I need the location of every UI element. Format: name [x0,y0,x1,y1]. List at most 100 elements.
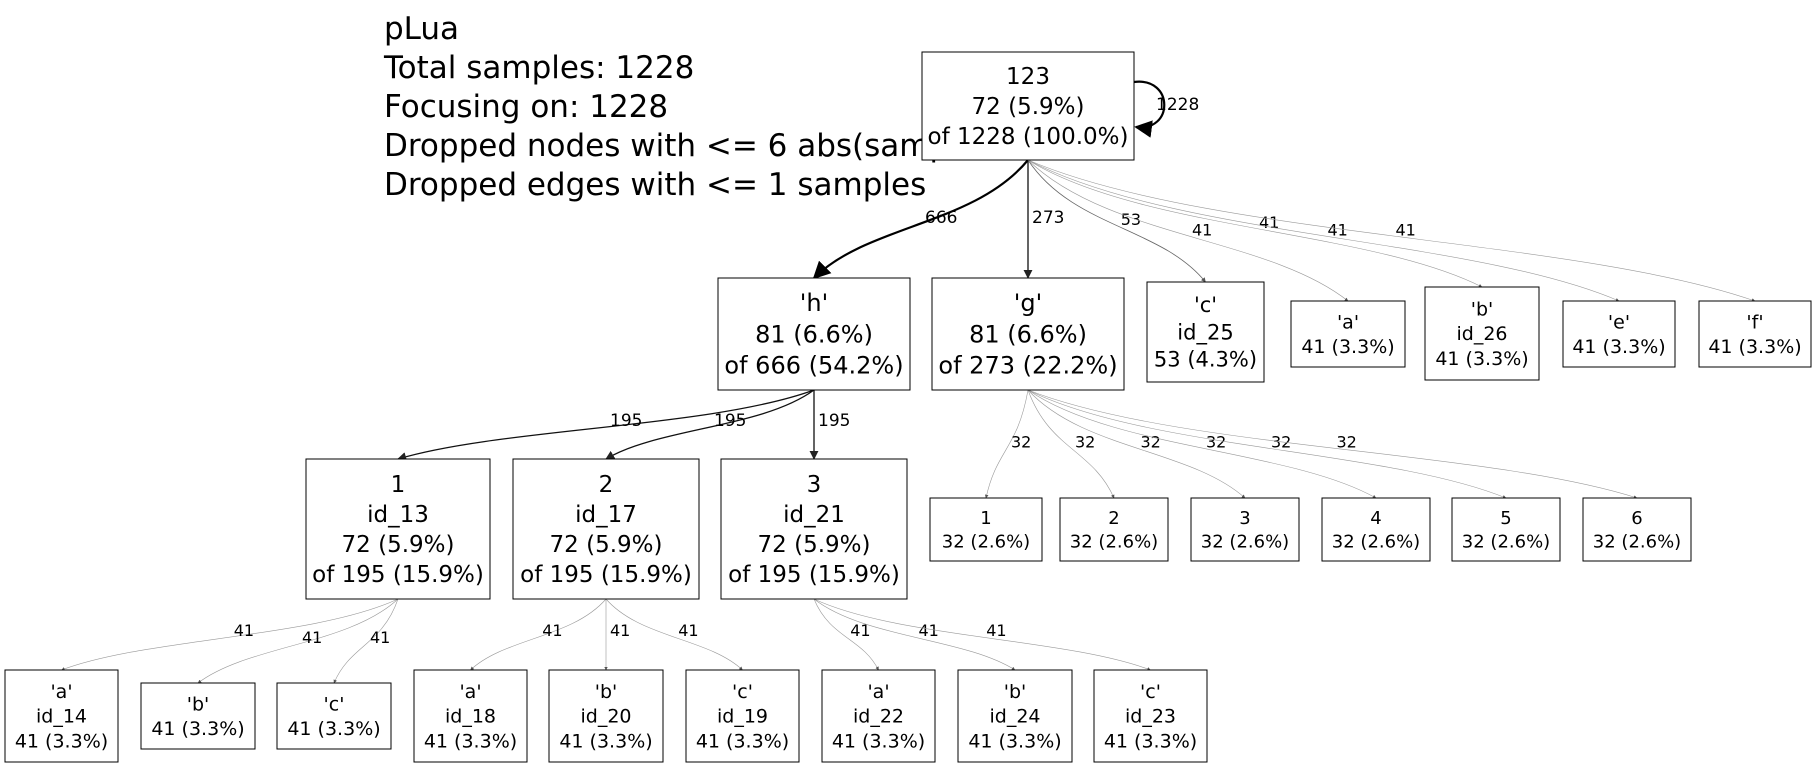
edge-line [1027,389,1115,499]
node-g6[interactable]: 632 (2.6%) [1582,497,1692,562]
edge-n2-a18: 41 [470,598,607,671]
focusing-on: Focusing on: 1228 [384,89,669,125]
edge-line [813,598,879,671]
edge-line [1027,159,1206,283]
node-c_1[interactable]: 'c'41 (3.3%) [276,682,392,750]
node-g3[interactable]: 332 (2.6%) [1190,497,1300,562]
edge-line [1027,389,1507,499]
edge-h-n1: 195 [397,389,815,462]
node-box [1698,300,1812,368]
edge-label: 41 [1192,221,1212,240]
edge-label: 41 [1328,221,1348,240]
edge-label: 41 [919,621,939,640]
edge-g-g3: 32 [1027,389,1246,499]
edge-label: 273 [1032,208,1064,228]
node-label-line: 41 (3.3%) [1301,336,1394,358]
node-label-line: 2 [599,472,614,498]
node-b_1[interactable]: 'b'41 (3.3%) [140,682,256,750]
node-h[interactable]: 'h'81 (6.6%)of 666 (54.2%) [717,277,911,391]
node-label-line: 'b' [1471,298,1494,320]
node-label-line: 41 (3.3%) [424,730,517,752]
edge-g-g1: 32 [984,389,1031,499]
node-g4[interactable]: 432 (2.6%) [1321,497,1431,562]
edge-g-g2: 32 [1027,389,1115,499]
node-a_top[interactable]: 'a' 41 (3.3%) [1290,300,1406,368]
edge-root-e: 41 [1027,159,1620,302]
node-label-line: of 273 (22.2%) [938,352,1117,380]
edge-label: 666 [925,208,957,228]
edge-line [1027,159,1620,302]
node-label-line: id_18 [445,706,496,728]
node-box [929,497,1043,562]
edge-label: 32 [1206,432,1226,451]
edge-h-n3: 195 [809,389,850,460]
edge-n1-b_1: 41 [197,598,399,684]
node-box [1059,497,1169,562]
edge-root-c25: 53 [1027,159,1206,283]
node-label-line: id_21 [783,502,845,528]
node-box [1093,669,1208,763]
node-box [140,682,256,750]
node-box [1290,300,1406,368]
edge-line [397,389,815,462]
node-label-line: id_19 [717,706,768,728]
node-label-line: 41 (3.3%) [287,718,380,740]
edge-line [61,598,399,671]
node-label-line: 'b' [1004,681,1027,703]
node-label-line: 32 (2.6%) [1070,532,1158,553]
node-label-line: 41 (3.3%) [1572,336,1665,358]
node-label-line: 'a' [1337,311,1359,333]
edge-label: 41 [542,621,562,640]
node-label-line: 81 (6.6%) [969,320,1087,348]
node-label-line: 'a' [50,681,72,703]
node-g1[interactable]: 132 (2.6%) [929,497,1043,562]
edge-label: 195 [714,411,746,431]
edge-g-g5: 32 [1027,389,1507,499]
edge-n2-b20: 41 [604,599,630,671]
edge-root-h: 666 [812,159,1029,280]
edge-label: 195 [818,411,850,431]
edge-n3-b24: 41 [813,598,1016,671]
edge-h-n2: 195 [605,389,815,460]
program-name: pLua [384,11,460,47]
node-box [512,458,700,600]
edge-line [605,389,815,460]
profile-summary: pLua Total samples: 1228 Focusing on: 12… [384,10,1005,205]
node-g[interactable]: 'g'81 (6.6%)of 273 (22.2%) [931,277,1125,391]
node-label-line: 32 (2.6%) [1593,532,1681,553]
node-g2[interactable]: 232 (2.6%) [1059,497,1169,562]
node-f[interactable]: 'f'41 (3.3%) [1698,300,1812,368]
node-label-line: 41 (3.3%) [15,730,108,752]
edge-label: 41 [850,621,870,640]
node-label-line: 'b' [187,693,210,715]
node-e[interactable]: 'e'41 (3.3%) [1562,300,1676,368]
total-samples: Total samples: 1228 [384,50,695,86]
node-label-line: 41 (3.3%) [832,730,925,752]
node-label-line: 41 (3.3%) [559,730,652,752]
edge-g-g6: 32 [1027,389,1638,499]
node-g5[interactable]: 532 (2.6%) [1451,497,1561,562]
edge-line [470,598,607,671]
node-box [1451,497,1561,562]
edge-label: 41 [1396,221,1416,240]
node-label-line: 'b' [595,681,618,703]
node-box [4,669,119,763]
node-label-line: 72 (5.9%) [972,94,1085,120]
node-label-line: 123 [1006,64,1050,90]
edge-root-g: 273 [1023,159,1064,279]
edge-label: 41 [302,628,322,647]
node-box [685,669,800,763]
